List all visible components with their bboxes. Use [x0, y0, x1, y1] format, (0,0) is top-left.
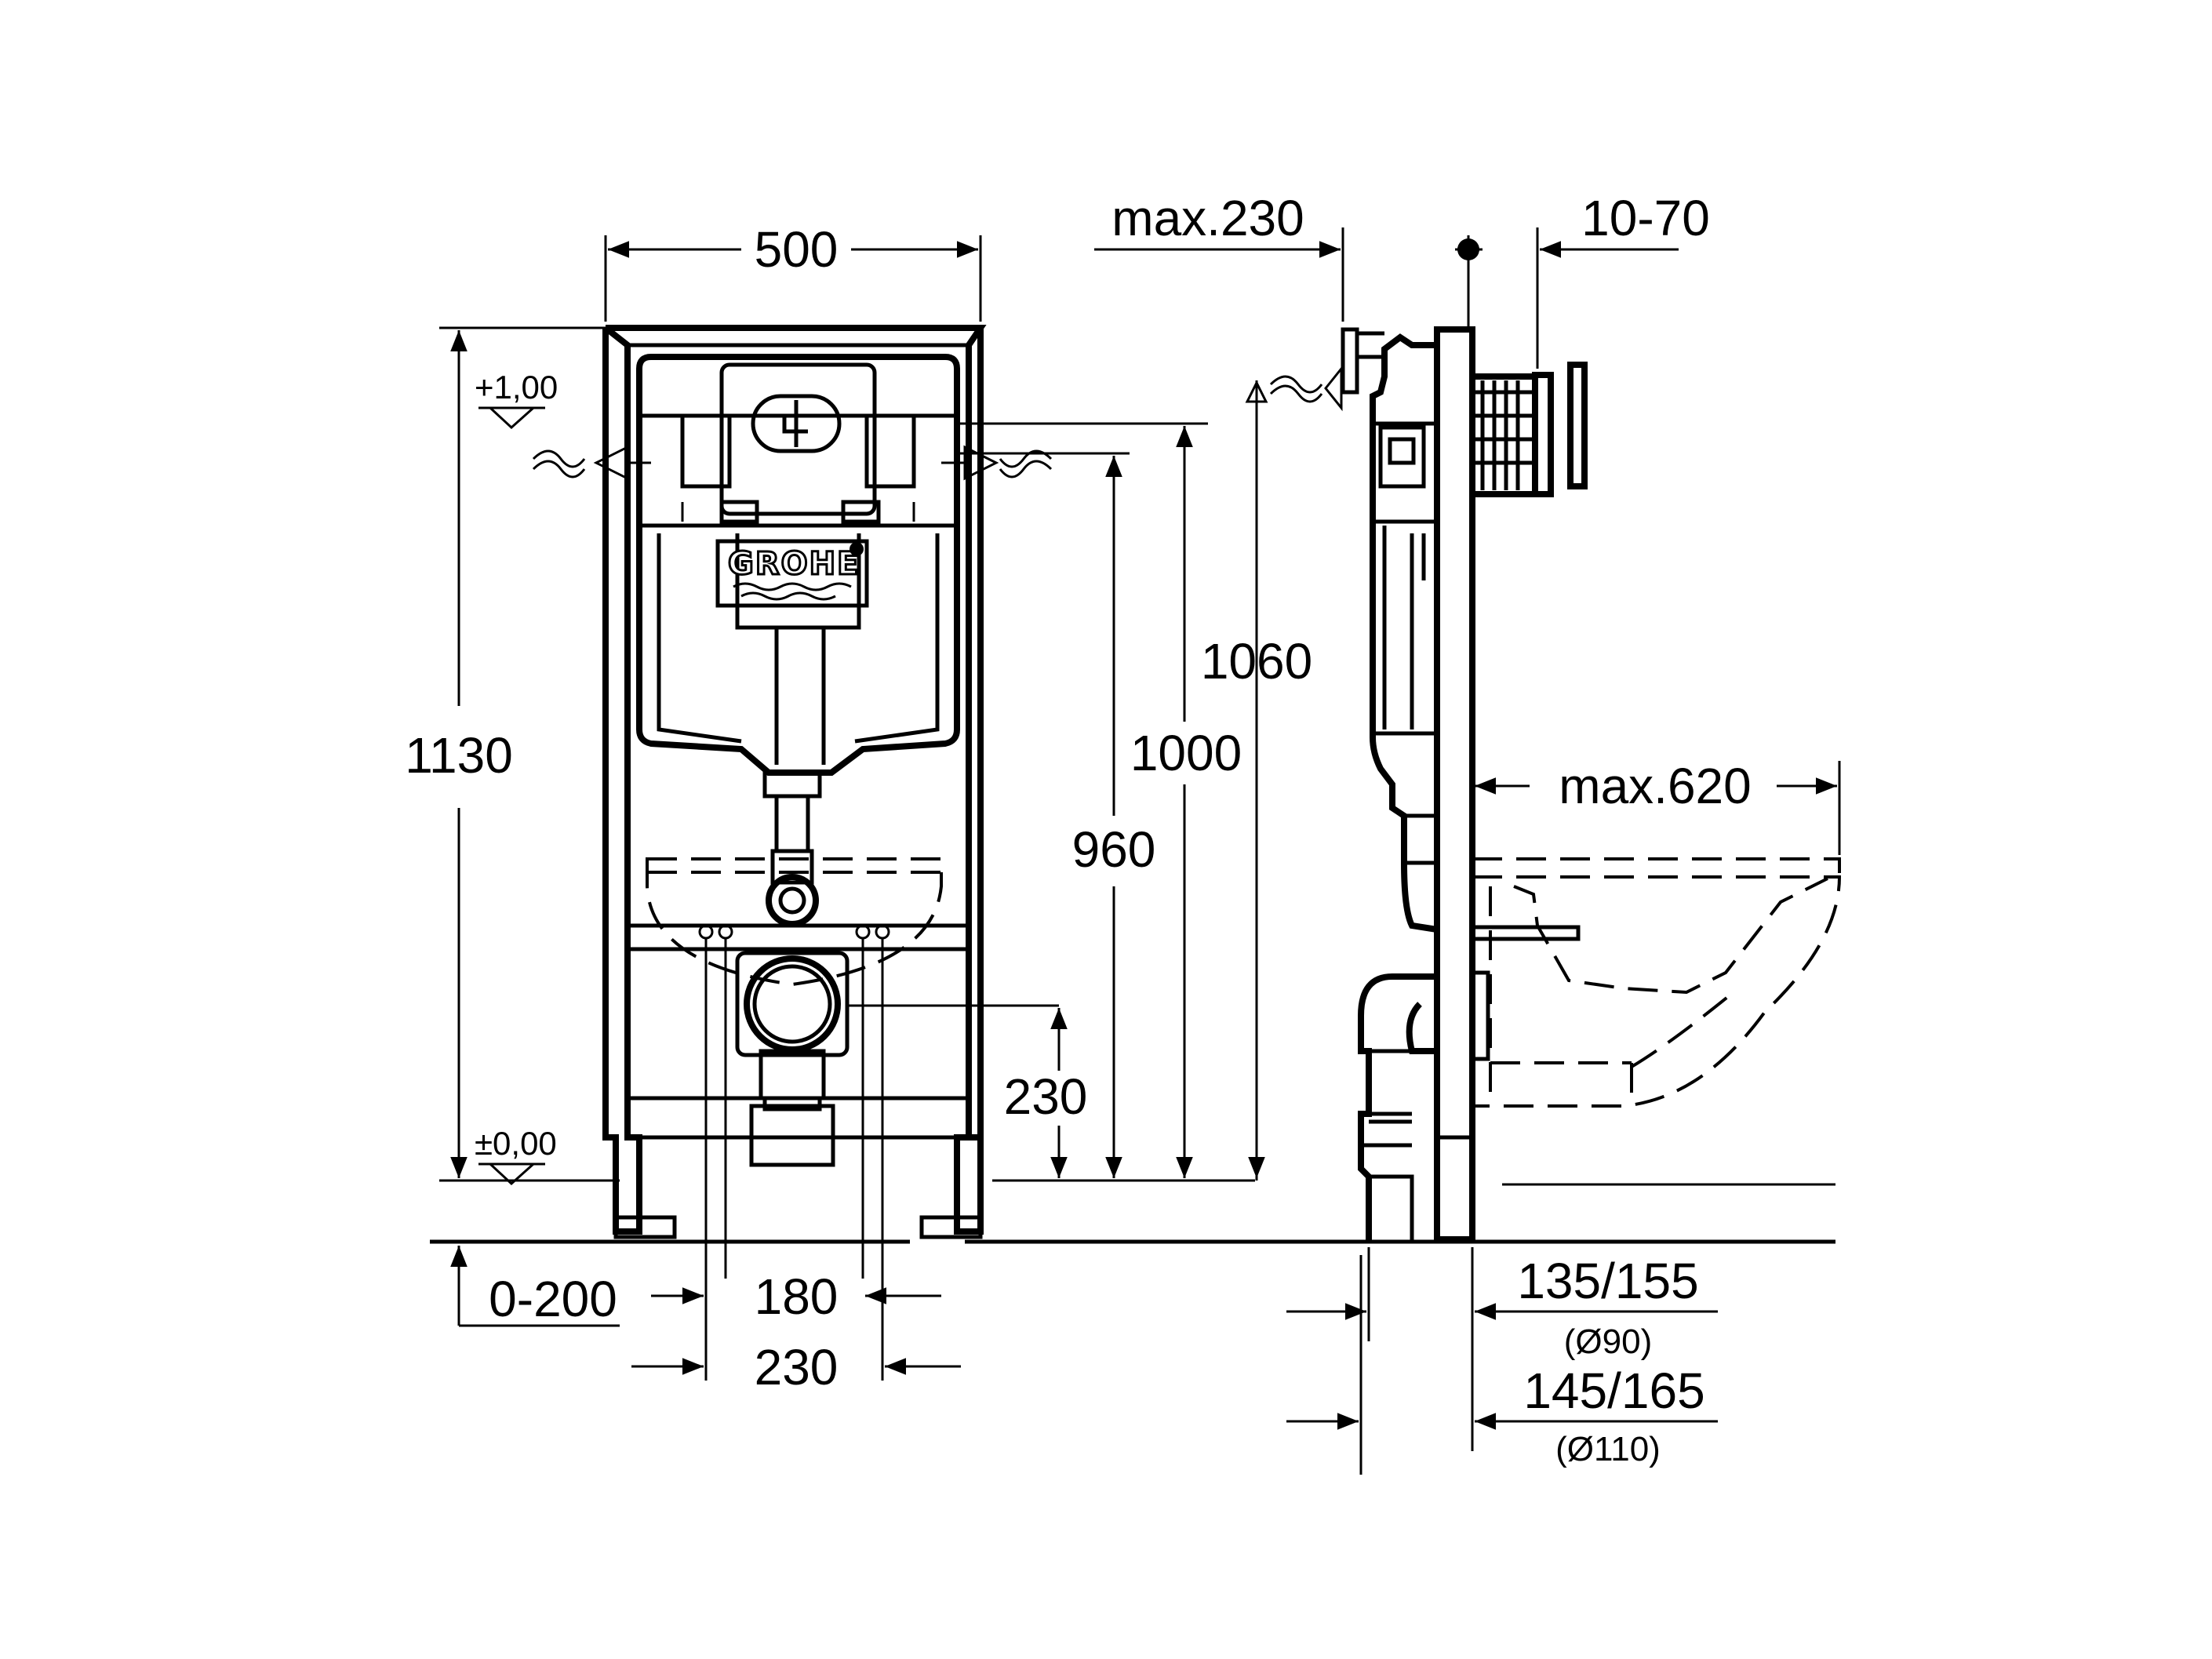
dim-height-1060: 1060 — [1201, 633, 1312, 689]
dim-height-960: 960 — [1072, 821, 1156, 878]
bowl-outline-side — [1470, 857, 1842, 1108]
dim-total-height: 1130 — [405, 727, 513, 784]
flush-plate-side — [1469, 362, 1588, 497]
cistern-side — [1341, 327, 1438, 933]
dim-plate-offset: 10-70 — [1581, 190, 1710, 246]
dim-max-depth: max.230 — [1111, 190, 1304, 246]
level-top: +1,00 — [475, 369, 558, 406]
dim-diameter-90: (Ø90) — [1564, 1322, 1652, 1361]
flush-pipe — [762, 770, 822, 927]
level-floor-icon — [478, 1162, 545, 1186]
flush-actuator — [751, 394, 842, 453]
drain-connection — [698, 924, 890, 1167]
grohe-logo: GROHE — [715, 539, 869, 608]
cistern — [636, 354, 960, 776]
side-view: 1060 max.230 10-70 max.620 135/155 (Ø90)… — [965, 190, 1842, 1475]
frame — [602, 325, 987, 1239]
drain-bend-side — [1358, 970, 1490, 1242]
level-floor: ±0,00 — [475, 1125, 557, 1162]
dim-bowl-projection: max.620 — [1559, 758, 1751, 814]
level-top-icon — [478, 406, 545, 430]
registered-mark-icon — [850, 542, 864, 556]
dim-wall-offset-110: 145/165 — [1523, 1362, 1704, 1419]
dim-foot-spacing-outer: 230 — [755, 1339, 839, 1395]
dim-drain-height: 230 — [1004, 1068, 1088, 1125]
dim-wall-offset-90: 135/155 — [1517, 1253, 1698, 1309]
dim-foot-spacing-inner: 180 — [755, 1268, 839, 1325]
frame-side — [1434, 326, 1475, 1242]
water-inlet-side — [1269, 365, 1343, 412]
dim-floor-adjust: 0-200 — [489, 1271, 617, 1327]
water-inlet-left — [532, 445, 651, 481]
dim-diameter-110: (Ø110) — [1555, 1430, 1661, 1468]
dim-width: 500 — [755, 221, 839, 278]
front-view: GROHE — [405, 221, 1255, 1395]
grohe-logo-text: GROHE — [728, 546, 860, 582]
dim-height-1000: 1000 — [1130, 725, 1242, 781]
bowl-outline-front — [646, 857, 943, 987]
